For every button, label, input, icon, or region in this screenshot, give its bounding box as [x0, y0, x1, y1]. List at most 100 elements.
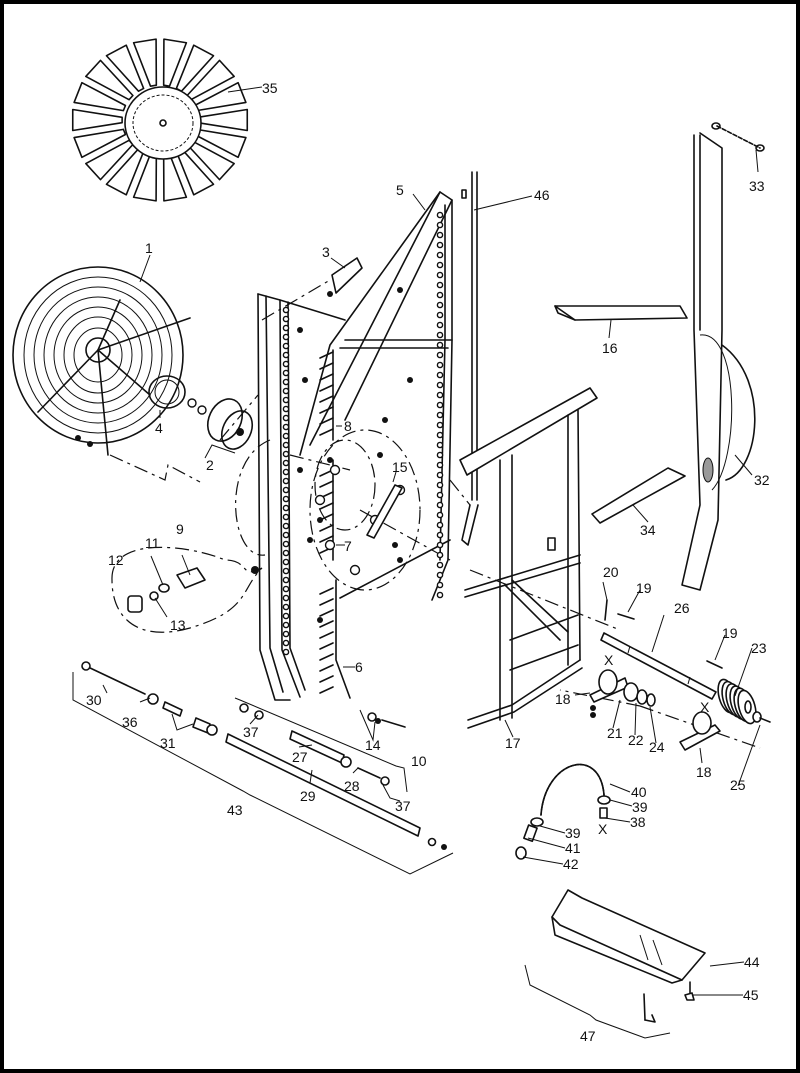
- rivet-hole: [282, 594, 290, 602]
- rack-slat: [319, 598, 334, 606]
- part-label-44: 44: [744, 954, 760, 970]
- frame-dot: [407, 377, 413, 383]
- part-label-34: 34: [640, 522, 656, 538]
- rivet-hole: [282, 468, 290, 476]
- part-label-4: 4: [155, 420, 163, 436]
- rack-slat: [319, 351, 334, 359]
- tensioner-assembly-10: [234, 697, 408, 793]
- fan-blade-vane: [73, 81, 127, 112]
- part-label-36: 36: [122, 714, 138, 730]
- grease-hose-40: [540, 763, 605, 816]
- part-label-1: 1: [145, 240, 153, 256]
- bushings-31: [162, 701, 218, 736]
- rivet-hole: [436, 561, 444, 569]
- rivet-hole: [282, 351, 290, 359]
- frame-bolt: [314, 494, 326, 506]
- tray-bracket: [643, 993, 656, 1023]
- rivet-hole: [436, 591, 444, 599]
- rack-slat: [319, 373, 334, 381]
- part-label-2: 2: [206, 457, 214, 473]
- fan-blade-35: [71, 38, 249, 202]
- leader-lines: [102, 86, 761, 996]
- rivet-hole: [282, 576, 290, 584]
- rivet-hole: [436, 251, 444, 259]
- fan-center-hole: [159, 119, 167, 127]
- fan-hub-bolts: [132, 94, 194, 152]
- key-19b: [706, 660, 723, 669]
- part-label-11: 11: [145, 535, 160, 551]
- part-label-13: 13: [170, 617, 186, 633]
- frame-dot: [327, 457, 333, 463]
- part-label-19a: 19: [636, 580, 652, 596]
- rivet-hole: [282, 603, 290, 611]
- part-label-3: 3: [322, 244, 330, 260]
- belt-guard-32: [681, 132, 756, 591]
- part-label-6: 6: [355, 659, 363, 675]
- rivet-hole: [436, 471, 444, 479]
- rivet-hole: [282, 531, 290, 539]
- part-label-23: 23: [751, 640, 767, 656]
- rivet-hole: [282, 369, 290, 377]
- rivet-hole: [436, 451, 444, 459]
- rack-slat: [319, 675, 334, 683]
- fan-blade-vane: [85, 59, 134, 101]
- nut-12: [127, 595, 143, 613]
- rivet-hole: [436, 541, 444, 549]
- rivet-hole: [436, 281, 444, 289]
- part-label-45: 45: [743, 987, 759, 1003]
- washer-37b: [380, 776, 390, 786]
- rivet-hole: [436, 221, 444, 229]
- rivet-hole: [436, 361, 444, 369]
- rivet-hole: [282, 612, 290, 620]
- part-label-33: 33: [749, 178, 765, 194]
- part-label-46: 46: [534, 187, 550, 203]
- frame-dot: [392, 542, 398, 548]
- rivet-hole: [436, 341, 444, 349]
- fan-blade-vane: [105, 44, 145, 92]
- washer-36: [147, 693, 159, 705]
- drive-shaft-26: [600, 632, 717, 700]
- part-label-47: 47: [580, 1028, 596, 1044]
- rivet-hole: [282, 486, 290, 494]
- rivet-hole: [436, 461, 444, 469]
- frame-dot: [397, 287, 403, 293]
- rivet-hole: [436, 511, 444, 519]
- part-label-35: 35: [262, 80, 278, 96]
- long-tube-29: [225, 733, 421, 837]
- rivet-hole: [436, 521, 444, 529]
- rivet-hole: [282, 459, 290, 467]
- part-label-24: 24: [649, 739, 665, 755]
- fan-guard-1: [12, 266, 191, 456]
- rivet-hole: [436, 261, 444, 269]
- rivet-hole: [436, 231, 444, 239]
- rack-slat: [319, 686, 334, 694]
- fan-blade-vane: [162, 38, 188, 87]
- fan-hub-ring: [124, 86, 202, 160]
- tray-clip-45: [684, 981, 695, 1001]
- rivet-hole: [282, 324, 290, 332]
- fitting-group-callout: [111, 546, 263, 633]
- rivet-hole: [282, 441, 290, 449]
- part-label-8: 8: [344, 418, 352, 434]
- rivet-hole: [436, 241, 444, 249]
- pulley-23: [717, 678, 757, 725]
- frame-bolt: [324, 539, 336, 551]
- part-label-19b: 19: [722, 625, 738, 641]
- rivet-hole: [436, 211, 444, 219]
- washer-37a: [254, 710, 264, 720]
- rivet-hole: [436, 411, 444, 419]
- rack-slat: [319, 631, 334, 639]
- frame-dot: [397, 557, 403, 563]
- cross-marker: X: [604, 652, 614, 668]
- grease-nipple-42: [515, 846, 527, 860]
- part-label-5: 5: [396, 182, 404, 198]
- stand-frame-17: [459, 387, 598, 729]
- part-label-21: 21: [607, 725, 623, 741]
- rivet-hole: [436, 271, 444, 279]
- part-label-7: 7: [344, 538, 352, 554]
- fan-blade-vane: [73, 128, 127, 159]
- part-label-27: 27: [292, 749, 308, 765]
- rivet-hole: [282, 549, 290, 557]
- rack-slat: [319, 609, 334, 617]
